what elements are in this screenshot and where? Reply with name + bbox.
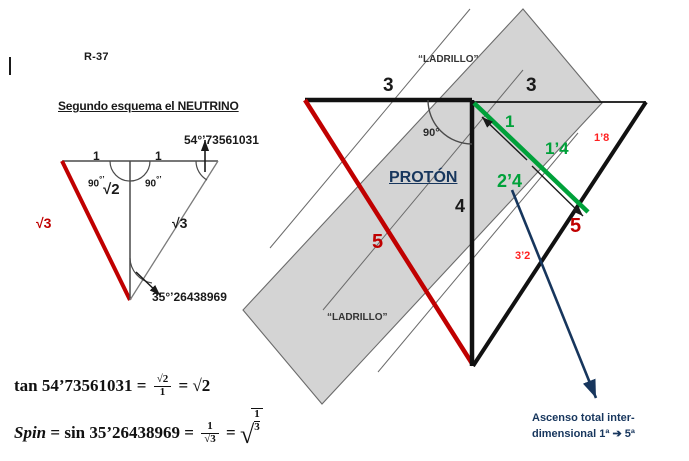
sin-function: sin [64,423,86,442]
top-left-segment-label: 3 [383,75,394,96]
left-angle-left-value: 90 [88,178,100,190]
spin-result-numerator: 1 [254,408,260,422]
spin-numerator: 1 [201,420,219,434]
left-altitude-label: √2 [103,181,120,198]
diagram-subtitle: Segundo esquema el NEUTRINO [58,99,239,113]
spin-result-fraction: 1 3 [251,408,263,433]
spin-label: Spin [14,423,47,442]
tan-numerator: √2 [153,373,172,387]
vertical-side-label: 4 [455,196,466,216]
green-lower-label: 1’4 [545,139,569,158]
tan-fraction: √2 1 [153,373,172,398]
left-angle-bottom-label: 35°’26438969 [152,290,227,304]
equals-0: = [50,423,61,442]
red-small-lower-label: 3’2 [515,250,531,262]
green-left-label: 2’4 [497,171,523,191]
equals-1: = [136,375,147,395]
right-angle-label: 90° [423,127,440,139]
red-small-upper-label: 1’8 [594,132,610,144]
tan-function: tan [14,375,38,395]
top-right-segment-label: 3 [526,75,537,96]
left-angle-right-value: 90 [145,178,157,190]
equals-2: = [226,423,236,442]
red-hypotenuse-label: 5 [372,231,384,253]
ladrillo-label-top: “LADRILLO” [418,54,479,65]
ascenso-line-1: Ascenso total inter- [532,412,635,424]
tan-result: √2 [192,375,211,395]
degree-symbol-icon: °’ [156,175,162,184]
ladrillo-label-bottom: “LADRILLO” [327,312,388,323]
spin-result-denominator: 3 [254,421,260,433]
sin-argument: 35’26438969 [89,423,181,442]
equals-2: = [178,375,189,395]
text-caret [9,57,11,75]
black-hypotenuse-label: 5 [570,215,582,237]
left-red-hypotenuse-label: √3 [36,215,52,231]
left-angle-right-label: 90°’ [145,176,162,189]
left-right-hypotenuse-label: √3 [172,215,188,231]
tan-argument: 54’73561031 [41,375,133,395]
spin-fraction: 1 √3 [201,420,219,445]
ascenso-annotation: Ascenso total inter- dimensional 1ª ➔ 5ª [532,411,635,443]
formula-spin: Spin = sin 35’26438969 = 1 √3 = √ 1 3 [14,408,266,449]
sqrt-symbol-icon: √ [239,420,255,449]
spin-denominator: √3 [204,432,216,445]
left-angle-top-right-label: 54°’73561031 [184,133,259,147]
ladrillo-band [242,8,603,405]
reference-code: R-37 [84,51,109,63]
tan-denominator: 1 [159,385,166,398]
ascenso-line-2: dimensional 1ª ➔ 5ª [532,427,635,440]
equals-1: = [184,423,194,442]
green-upper-label: 1 [505,112,515,131]
left-side-top-left-label: 1 [93,149,100,163]
formula-tangent: tan 54’73561031 = √2 1 = √2 [14,373,211,399]
left-side-top-right-label: 1 [155,149,162,163]
left-angle-left-label: 90°’ [88,176,105,189]
neutrino-triangle-geometry [60,140,219,301]
proton-label: PROTÓN [389,169,458,186]
degree-symbol-icon: °’ [99,175,105,184]
proton-geometry [303,97,648,399]
